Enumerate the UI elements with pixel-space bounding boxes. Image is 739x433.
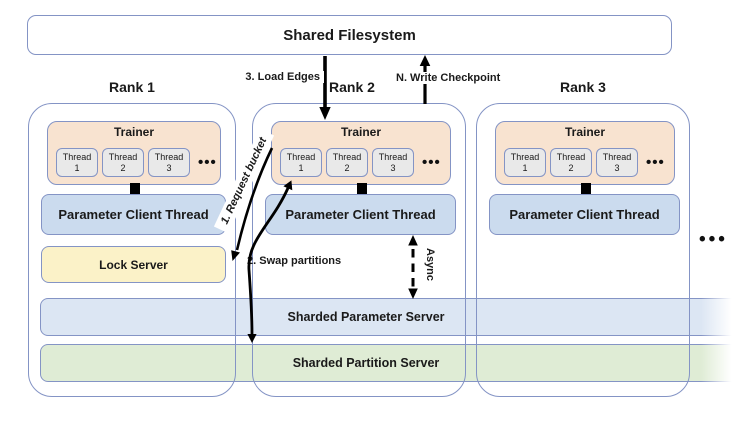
right-edge-fade xyxy=(701,292,739,387)
write-checkpoint-label: N. Write Checkpoint xyxy=(393,72,504,84)
trainer-label: Trainer xyxy=(340,125,382,139)
more-ranks-ellipsis: ••• xyxy=(699,229,728,250)
more-threads-ellipsis: ••• xyxy=(422,154,441,171)
rank-1-title: Rank 1 xyxy=(109,79,155,95)
trainer-client-connector xyxy=(581,183,591,195)
parameter-client-thread-box: Parameter Client Thread xyxy=(41,194,226,235)
trainer-client-connector xyxy=(357,183,367,195)
load-edges-label: 3. Load Edges xyxy=(240,71,324,83)
sharded-partition-server-bar: Sharded Partition Server xyxy=(40,344,739,382)
trainer-client-connector xyxy=(130,183,140,195)
trainer-label: Trainer xyxy=(564,125,606,139)
sharded-parameter-server-bar: Sharded Parameter Server xyxy=(40,298,739,336)
sharded-parameter-server-label: Sharded Parameter Server xyxy=(287,310,445,324)
more-threads-ellipsis: ••• xyxy=(198,154,217,171)
parameter-client-thread-box: Parameter Client Thread xyxy=(489,194,680,235)
rank-3-title: Rank 3 xyxy=(560,79,606,95)
swap-partitions-label: 2. Swap partitions xyxy=(247,255,342,267)
more-threads-ellipsis: ••• xyxy=(646,154,665,171)
sharded-partition-server-label: Sharded Partition Server xyxy=(292,356,440,370)
lock-server-box: Lock Server xyxy=(41,246,226,283)
trainer-label: Trainer xyxy=(113,125,155,139)
parameter-client-thread-box: Parameter Client Thread xyxy=(265,194,456,235)
rank-2-title: Rank 2 xyxy=(329,79,375,95)
shared-filesystem-box: Shared Filesystem xyxy=(27,15,672,55)
async-label: Async xyxy=(424,248,436,282)
